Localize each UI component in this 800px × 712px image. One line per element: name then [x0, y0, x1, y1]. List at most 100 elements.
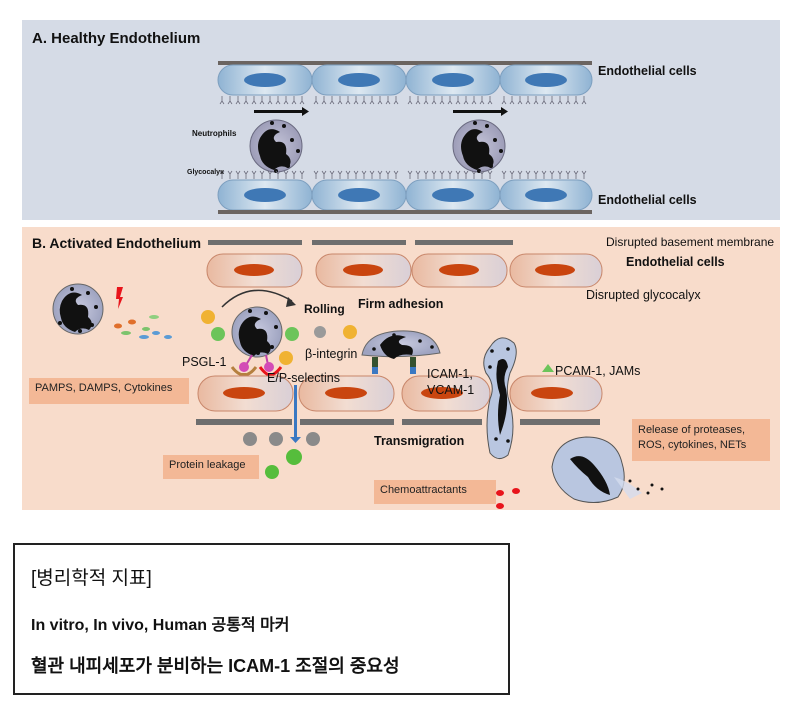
glycocalyx-strand — [313, 96, 319, 105]
endothelial-cells-bottom — [217, 179, 593, 211]
pcam-jam-marker — [542, 364, 554, 372]
release-line-1: Release of proteases, — [638, 424, 746, 436]
glycocalyx-strand — [219, 96, 225, 105]
label-endothelial-cells: Endothelial cells — [626, 255, 725, 269]
glycocalyx-strand — [259, 170, 265, 179]
glycocalyx-strand — [329, 96, 335, 105]
glycocalyx-strand — [393, 170, 399, 179]
glycocalyx-strand — [517, 170, 523, 179]
glycocalyx-strand — [471, 170, 477, 179]
glycocalyx-strand — [385, 96, 391, 105]
cytokine-particles — [114, 315, 172, 339]
glycocalyx-strand — [439, 170, 445, 179]
glycocalyx-strand — [393, 96, 399, 105]
glycocalyx-strand — [321, 96, 327, 105]
glycocalyx-strand — [557, 96, 563, 105]
glycocalyx-strand — [463, 96, 469, 105]
box-protein-leakage: Protein leakage — [163, 455, 259, 479]
label-glycocalyx: Glycocalyx — [187, 169, 224, 176]
glycocalyx-strand — [533, 96, 539, 105]
box-release-of-proteases: Release of proteases, ROS, cytokines, NE… — [632, 419, 770, 461]
label-pcam1-jams: PCAM-1, JAMs — [555, 364, 641, 378]
glycocalyx-strand — [415, 96, 421, 105]
glycocalyx-strand — [275, 170, 281, 179]
glycocalyx-strand — [313, 170, 319, 179]
label-disrupted-glycocalyx: Disrupted glycocalyx — [586, 288, 701, 302]
label-ep-selectins: E/P-selectins — [267, 371, 340, 385]
glycocalyx-strand — [361, 170, 367, 179]
label-beta-integrin: β-integrin — [305, 347, 358, 361]
glycocalyx-strand — [283, 96, 289, 105]
damage-signal-icon — [116, 287, 123, 309]
glycocalyx-strand — [243, 96, 249, 105]
glycocalyx-strand — [299, 170, 305, 179]
glycocalyx-strand — [447, 96, 453, 105]
flow-arrow-2 — [453, 107, 508, 116]
glycocalyx-strand — [455, 170, 461, 179]
glycocalyx-strand — [235, 96, 241, 105]
release-line-2: ROS, cytokines, NETs — [638, 439, 747, 451]
glycocalyx-strand — [447, 170, 453, 179]
glycocalyx-strand — [329, 170, 335, 179]
healthy-endothelium-illustration — [217, 61, 593, 214]
glycocalyx-strand — [337, 96, 343, 105]
glycocalyx-strand — [455, 96, 461, 105]
glycocalyx-strand — [431, 96, 437, 105]
glycocalyx-strand — [369, 96, 375, 105]
activated-endothelial-cells-top — [206, 253, 603, 288]
glycocalyx-strand — [251, 170, 257, 179]
glycocalyx-strand — [291, 170, 297, 179]
glycocalyx-strand — [353, 96, 359, 105]
pathology-indicator-box: [병리학적 지표] In vitro, In vivo, Human 공통적 마… — [13, 543, 510, 695]
panel-activated-endothelium: B. Activated Endothelium Disrupted basem… — [22, 227, 780, 510]
glycocalyx-strand — [541, 96, 547, 105]
rolling-neutrophil — [221, 289, 296, 385]
glycocalyx-strand — [291, 96, 297, 105]
label-firm-adhesion: Firm adhesion — [358, 297, 444, 311]
glycocalyx-strand — [345, 96, 351, 105]
glycocalyx-strand — [463, 170, 469, 179]
activated-endothelial-cells-bottom — [197, 375, 603, 412]
glycocalyx-strand — [431, 170, 437, 179]
neutrophil-cell — [249, 119, 303, 173]
activated-endothelium-illustration — [52, 240, 664, 509]
label-endothelial-cells-top: Endothelial cells — [598, 64, 697, 78]
glycocalyx-strand — [407, 96, 413, 105]
flow-arrow-1 — [254, 107, 309, 116]
disrupted-basement-membrane-top — [208, 240, 513, 245]
circulating-neutrophil — [52, 283, 104, 335]
label-icam1: ICAM-1, — [427, 367, 473, 381]
glycocalyx-strand — [541, 170, 547, 179]
glycocalyx-strand — [533, 170, 539, 179]
glycocalyx-strand — [337, 170, 343, 179]
glycocalyx-strand — [235, 170, 241, 179]
label-vcam1: VCAM-1 — [427, 383, 475, 397]
neutrophil-cell — [452, 119, 506, 173]
glycocalyx-strand — [423, 96, 429, 105]
label-disrupted-basement-membrane: Disrupted basement membrane — [606, 235, 775, 249]
summary-heading: [병리학적 지표] — [31, 568, 152, 589]
glycocalyx-top — [219, 96, 587, 105]
glycocalyx-strand — [361, 96, 367, 105]
glycocalyx-strand — [525, 96, 531, 105]
label-neutrophils: Neutrophils — [192, 129, 237, 138]
box-pamps-damps-cytokines: PAMPS, DAMPS, Cytokines — [29, 378, 189, 404]
basement-membrane-bottom — [218, 210, 592, 214]
glycocalyx-strand — [267, 170, 273, 179]
glycocalyx-strand — [227, 96, 233, 105]
glycocalyx-strand — [439, 96, 445, 105]
glycocalyx-strand — [415, 170, 421, 179]
glycocalyx-strand — [377, 96, 383, 105]
glycocalyx-strand — [573, 96, 579, 105]
transmigrating-neutrophil — [483, 337, 517, 459]
label-transmigration: Transmigration — [374, 434, 465, 448]
label-endothelial-cells-bottom: Endothelial cells — [598, 193, 697, 207]
summary-line-1: In vitro, In vivo, Human 공통적 마커 — [31, 617, 290, 634]
glycocalyx-strand — [517, 96, 523, 105]
adherent-neutrophil — [361, 330, 441, 374]
glycocalyx-strand — [259, 96, 265, 105]
glycocalyx-strand — [487, 96, 493, 105]
glycocalyx-strand — [487, 170, 493, 179]
glycocalyx-strand — [501, 170, 507, 179]
glycocalyx-strand — [565, 170, 571, 179]
